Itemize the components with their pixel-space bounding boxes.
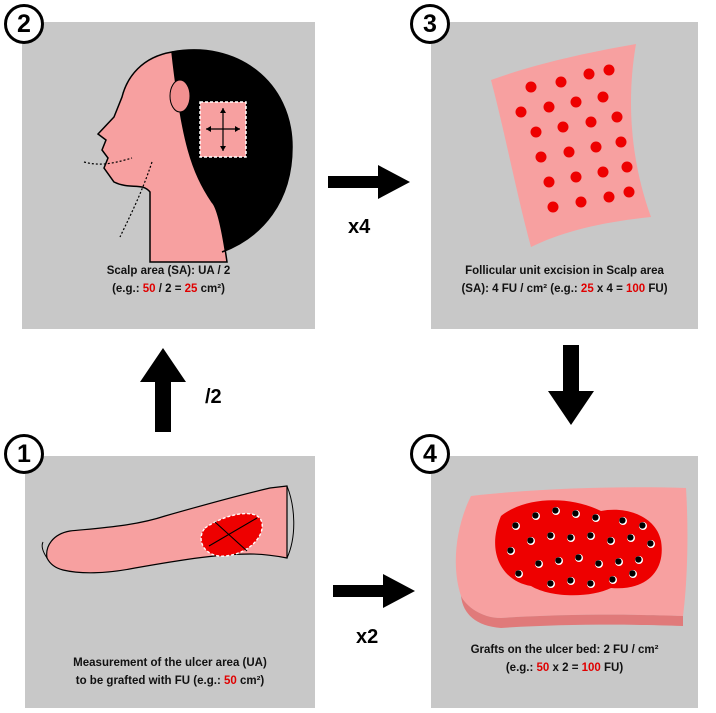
follicular-unit-dot <box>515 106 527 118</box>
graft-dot <box>575 554 583 562</box>
graft-dot <box>507 547 515 555</box>
ulcer-caption: Measurement of the ulcer area (UA) to be… <box>25 654 315 690</box>
graft-dot <box>635 556 643 564</box>
step-badge-4: 4 <box>410 434 450 474</box>
graft-dot <box>572 510 580 518</box>
arrow-down-icon <box>548 345 594 425</box>
grafts-caption-line2: (e.g.: 50 x 2 = 100 FU) <box>505 662 624 674</box>
graft-dot <box>515 570 523 578</box>
graft-dot <box>547 532 555 540</box>
grafts-caption: Grafts on the ulcer bed: 2 FU / cm² (e.g… <box>431 641 698 677</box>
grafts-caption-line1: Grafts on the ulcer bed: 2 FU / cm² <box>470 644 659 656</box>
follicular-unit-dot <box>543 101 555 113</box>
graft-dot <box>547 580 555 588</box>
follicular-unit-dot <box>621 161 633 173</box>
excision-caption: Follicular unit excision in Scalp area (… <box>431 262 698 298</box>
graft-dot <box>555 557 563 565</box>
excision-caption-line2: (SA): 4 FU / cm² (e.g.: 25 x 4 = 100 FU) <box>461 283 668 295</box>
follicular-unit-dot <box>597 166 609 178</box>
times-two-label: x2 <box>356 626 379 648</box>
scalp-caption-line2: (e.g.: 50 / 2 = 25 cm²) <box>112 283 225 295</box>
graft-dot <box>647 540 655 548</box>
graft-dot <box>532 512 540 520</box>
graft-dot <box>527 537 535 545</box>
divide-by-two-label: /2 <box>205 386 222 408</box>
panel-follicular-excision: Follicular unit excision in Scalp area (… <box>431 22 698 329</box>
panel-grafts: Grafts on the ulcer bed: 2 FU / cm² (e.g… <box>431 456 698 708</box>
follicular-unit-dot <box>611 111 623 123</box>
follicular-unit-dot <box>623 186 635 198</box>
graft-dot <box>629 570 637 578</box>
graft-dot <box>592 514 600 522</box>
graft-dot <box>619 517 627 525</box>
follicular-unit-dot <box>557 121 569 133</box>
ulcer-caption-line2: to be grafted with FU (e.g.: 50 cm²) <box>75 675 265 687</box>
arrow-right-top-icon <box>328 165 410 199</box>
follicular-unit-dot <box>603 191 615 203</box>
graft-dot <box>639 522 647 530</box>
follicular-unit-dot <box>575 196 587 208</box>
step-badge-1: 1 <box>4 434 44 474</box>
step-badge-2: 2 <box>4 4 44 44</box>
graft-dot <box>607 537 615 545</box>
panel-scalp-area: Scalp area (SA): UA / 2 (e.g.: 50 / 2 = … <box>22 22 315 329</box>
follicular-unit-dot <box>530 126 542 138</box>
arrow-up-icon <box>140 348 186 432</box>
follicular-unit-dot <box>547 201 559 213</box>
graft-dot <box>615 558 623 566</box>
follicular-unit-dot <box>555 76 567 88</box>
excision-caption-line1: Follicular unit excision in Scalp area <box>465 265 664 277</box>
graft-dot <box>587 532 595 540</box>
ulcer-caption-line1: Measurement of the ulcer area (UA) <box>73 657 267 669</box>
leg-illustration <box>41 485 295 574</box>
graft-dot <box>609 576 617 584</box>
scalp-caption-line1: Scalp area (SA): UA / 2 <box>106 265 231 277</box>
graft-dot <box>587 580 595 588</box>
graft-dot <box>627 534 635 542</box>
follicular-unit-dot <box>603 64 615 76</box>
graft-dot <box>567 577 575 585</box>
follicular-unit-dot <box>535 151 547 163</box>
follicular-unit-dot <box>583 68 595 80</box>
scalp-patch-illustration <box>491 44 651 247</box>
ulcer-bed-illustration <box>455 487 688 628</box>
times-four-label: x4 <box>348 216 371 238</box>
arrow-right-bottom-icon <box>333 574 415 608</box>
follicular-unit-dot <box>615 136 627 148</box>
follicular-unit-dot <box>585 116 597 128</box>
scalp-caption: Scalp area (SA): UA / 2 (e.g.: 50 / 2 = … <box>22 262 315 298</box>
follicular-unit-dot <box>570 96 582 108</box>
follicular-unit-dot <box>563 146 575 158</box>
panel-ulcer-measurement: Measurement of the ulcer area (UA) to be… <box>25 456 315 708</box>
follicular-unit-dot <box>543 176 555 188</box>
head-illustration <box>83 49 293 263</box>
follicular-unit-dot <box>525 81 537 93</box>
step-badge-3: 3 <box>410 4 450 44</box>
graft-dot <box>535 560 543 568</box>
follicular-unit-dot <box>590 141 602 153</box>
follicular-unit-dot <box>570 171 582 183</box>
graft-dot <box>552 507 560 515</box>
follicular-unit-dot <box>597 91 609 103</box>
graft-dot <box>512 522 520 530</box>
graft-dot <box>595 560 603 568</box>
graft-dot <box>567 534 575 542</box>
